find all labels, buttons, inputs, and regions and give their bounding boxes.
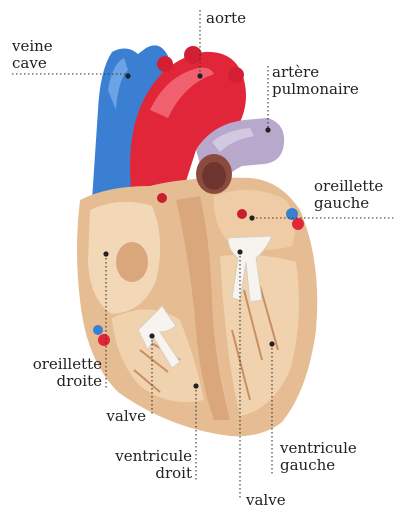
label-oreillette-droite-line2: droite xyxy=(10,373,102,390)
dot-oreillette-droite xyxy=(103,251,108,256)
dot-valve-gauche xyxy=(237,249,242,254)
label-artere-pulmonaire-line1: artère xyxy=(272,64,359,81)
vessel-stub-aorta-red xyxy=(157,193,167,203)
label-ventricule-droit-line2: droit xyxy=(94,465,192,482)
pulmonary-opening-inner xyxy=(202,162,226,190)
label-ventricule-gauche: ventricule gauche xyxy=(280,440,357,474)
vessel-stub-left-blue xyxy=(93,325,103,335)
vessel-stub-left-red xyxy=(98,334,110,346)
label-valve-gauche: valve xyxy=(246,492,286,509)
label-veine-cave-line1: veine xyxy=(12,38,53,55)
vessel-stub-atrium-red xyxy=(237,209,247,219)
dot-valve-droite xyxy=(149,333,154,338)
label-artere-pulmonaire: artère pulmonaire xyxy=(272,64,359,98)
label-valve-droite: valve xyxy=(94,408,146,425)
label-veine-cave: veine cave xyxy=(12,38,53,72)
label-ventricule-droit: ventricule droit xyxy=(94,448,192,482)
vessel-stub-right-red xyxy=(292,218,304,230)
label-artere-pulmonaire-line2: pulmonaire xyxy=(272,81,359,98)
dot-artere-pulmonaire xyxy=(265,127,270,132)
label-oreillette-gauche: oreillette gauche xyxy=(314,178,383,212)
dot-aorte xyxy=(197,73,202,78)
label-ventricule-gauche-line1: ventricule xyxy=(280,440,357,457)
right-atrium-opening xyxy=(116,242,148,282)
label-oreillette-gauche-line2: gauche xyxy=(314,195,383,212)
label-ventricule-droit-line1: ventricule xyxy=(94,448,192,465)
label-aorte: aorte xyxy=(206,10,246,27)
dot-oreillette-gauche xyxy=(249,215,254,220)
aorta-branch-right xyxy=(228,67,244,83)
label-oreillette-gauche-line1: oreillette xyxy=(314,178,383,195)
aorta-branch-mid xyxy=(184,46,202,64)
dot-ventricule-gauche xyxy=(269,341,274,346)
label-oreillette-droite-line1: oreillette xyxy=(10,356,102,373)
label-oreillette-droite: oreillette droite xyxy=(10,356,102,390)
label-veine-cave-line2: cave xyxy=(12,55,53,72)
label-ventricule-gauche-line2: gauche xyxy=(280,457,357,474)
dot-veine-cave xyxy=(125,73,130,78)
dot-ventricule-droit xyxy=(193,383,198,388)
aorta-branch-left xyxy=(157,56,173,72)
